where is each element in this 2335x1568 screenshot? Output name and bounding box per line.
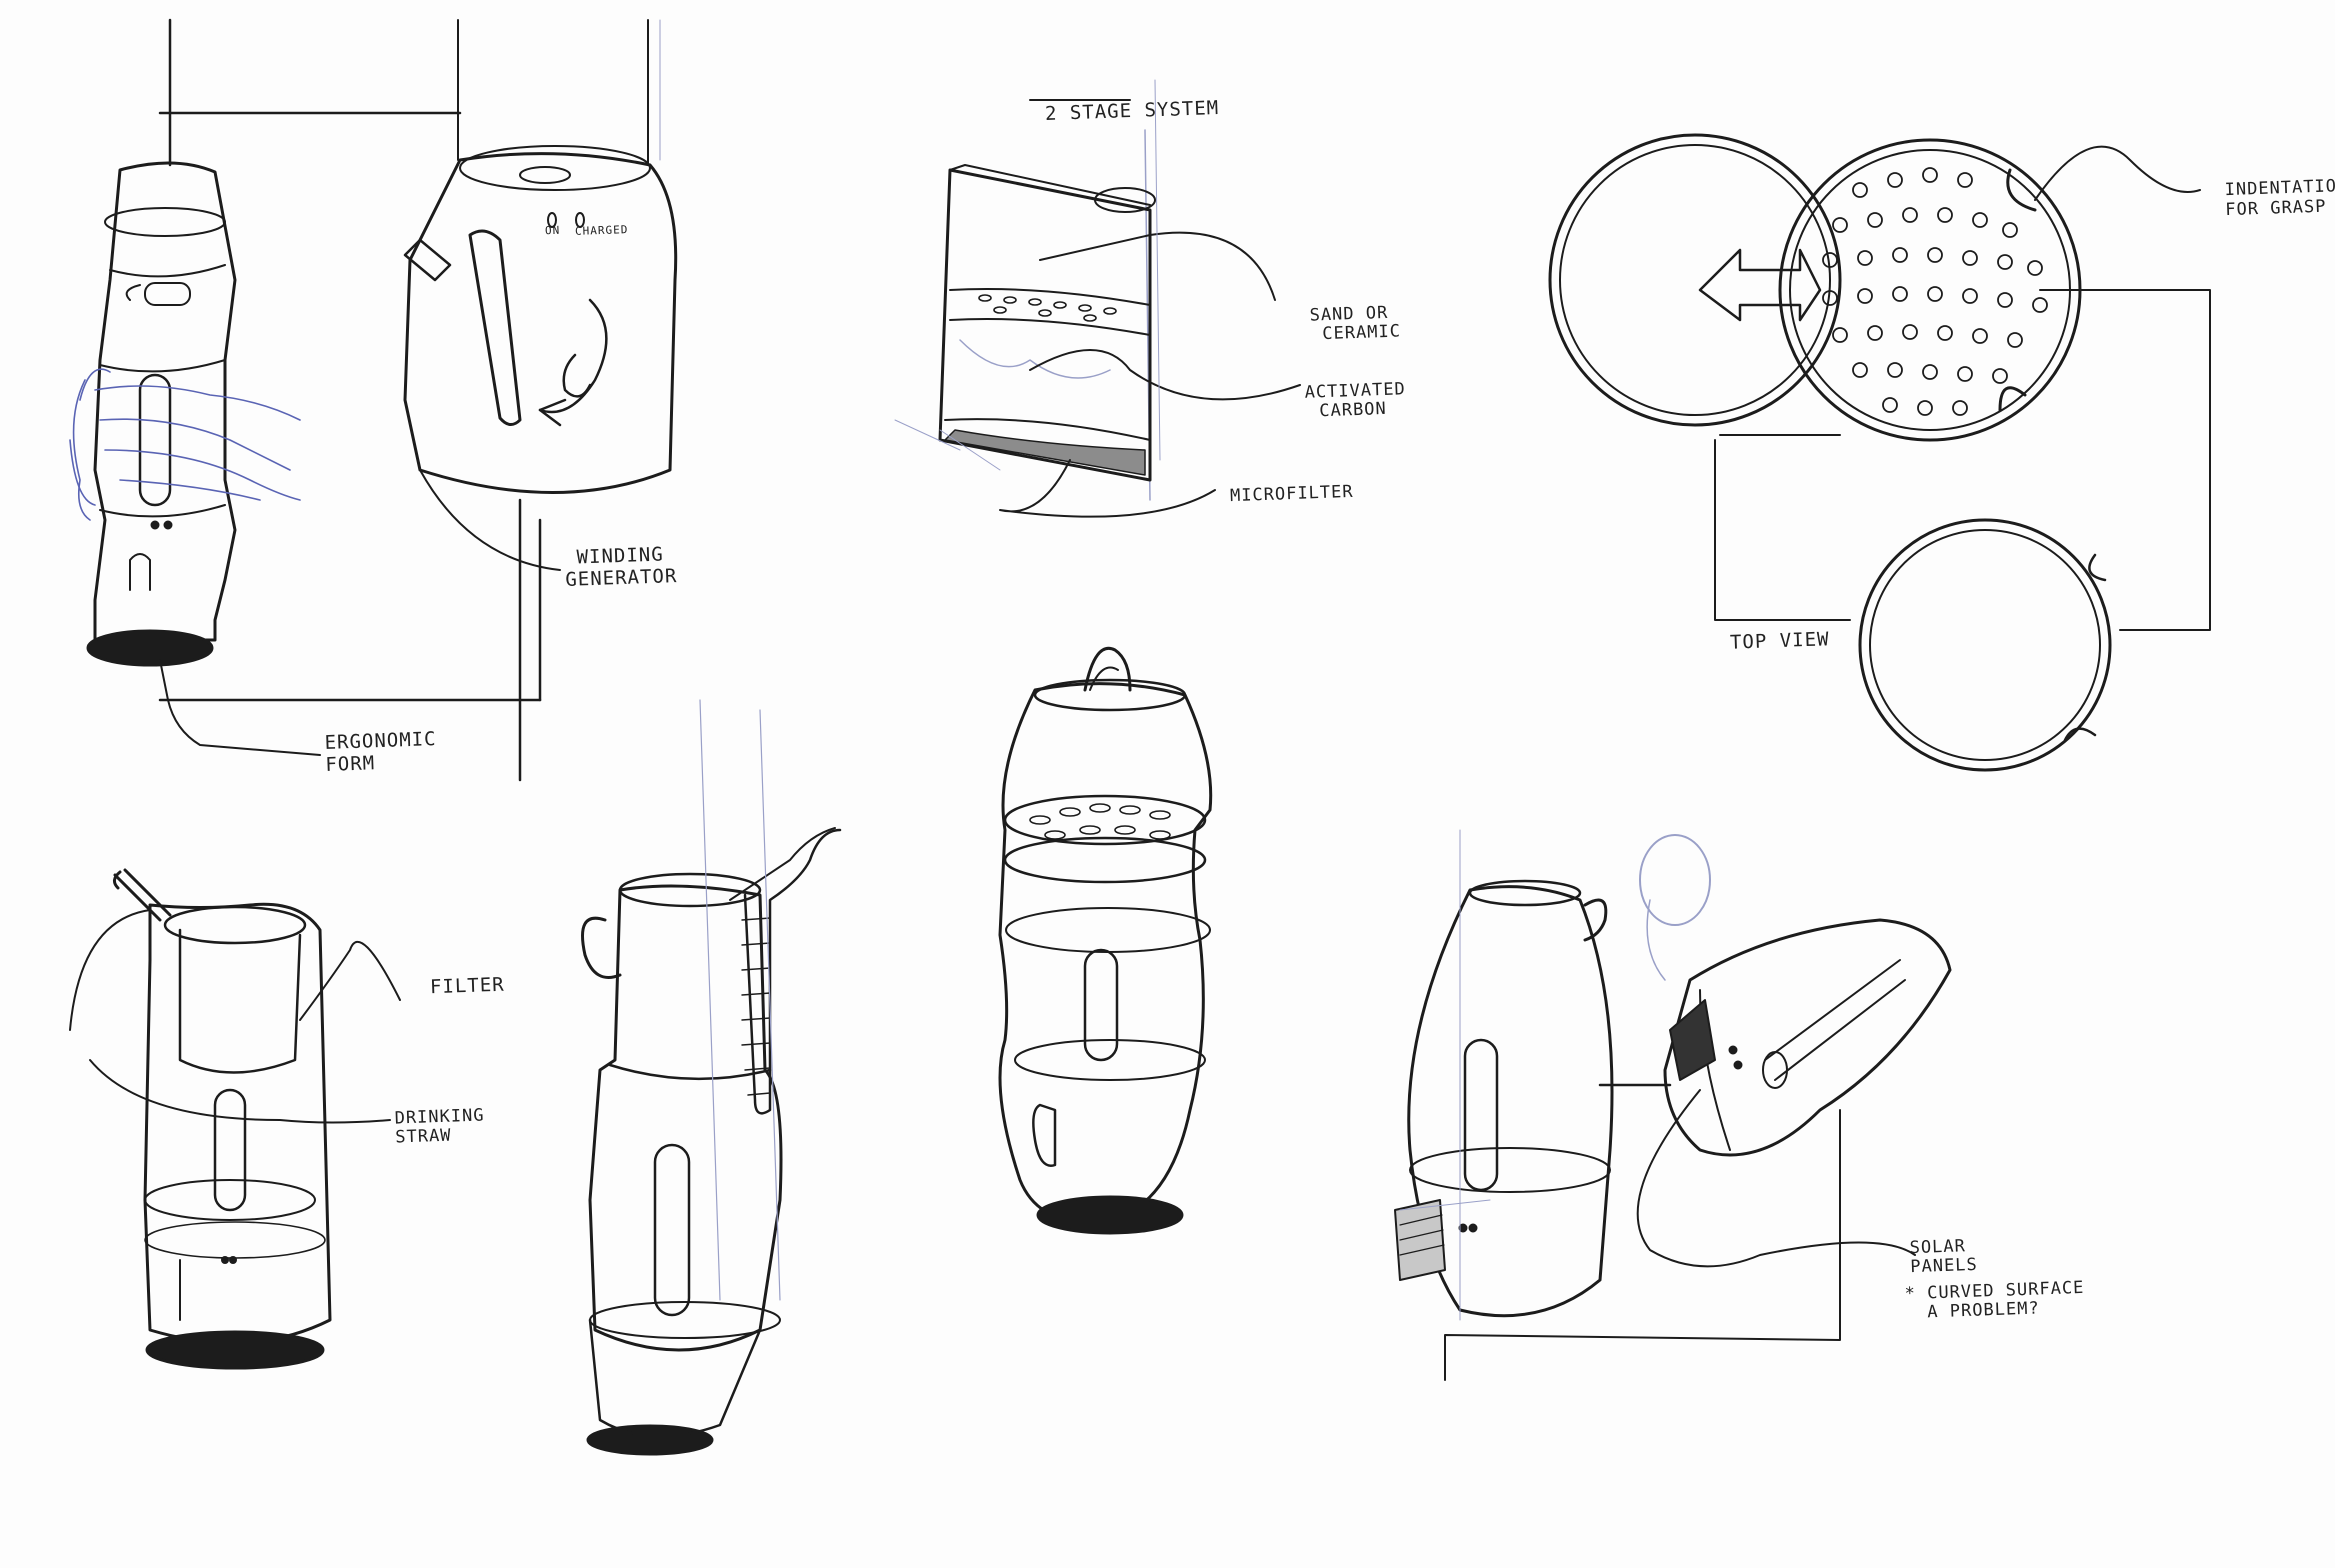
sand-ceramic-label: SAND OR CERAMIC	[1309, 303, 1401, 344]
winding-generator-label: WINDING GENERATOR	[564, 543, 677, 591]
on-label: ON	[545, 225, 561, 238]
microfilter-label: MICROFILTER	[1230, 481, 1354, 507]
handle-bottle-sketch	[1000, 648, 1211, 1233]
indentation-label: INDENTATION FOR GRASP	[2224, 176, 2335, 220]
curved-surface-note: * CURVED SURFACE A PROBLEM?	[1904, 1279, 2085, 1323]
construction-lines	[660, 20, 1490, 1320]
activated-carbon-label: ACTIVATED CARBON	[1304, 380, 1406, 422]
top-view-label: TOP VIEW	[1730, 628, 1830, 653]
solar-panels-label: SOLAR PANELS	[1909, 1237, 1978, 1277]
filter-straw-bottle-sketch	[70, 870, 400, 1368]
winding-generator-sketch	[405, 20, 676, 780]
solar-panel-bottle-sketch	[1395, 835, 1950, 1380]
drinking-straw-label: DRINKING STRAW	[394, 1106, 485, 1147]
ergonomic-bottle-sketch	[70, 20, 540, 755]
charged-label: CHARGED	[575, 224, 629, 238]
ergonomic-form-label: ERGONOMIC FORM	[324, 728, 437, 776]
two-stage-filter-sketch	[940, 100, 1300, 517]
top-view-sketch	[1550, 135, 2210, 770]
filter-label: FILTER	[430, 974, 505, 999]
tall-straw-bottle-sketch	[583, 700, 841, 1454]
